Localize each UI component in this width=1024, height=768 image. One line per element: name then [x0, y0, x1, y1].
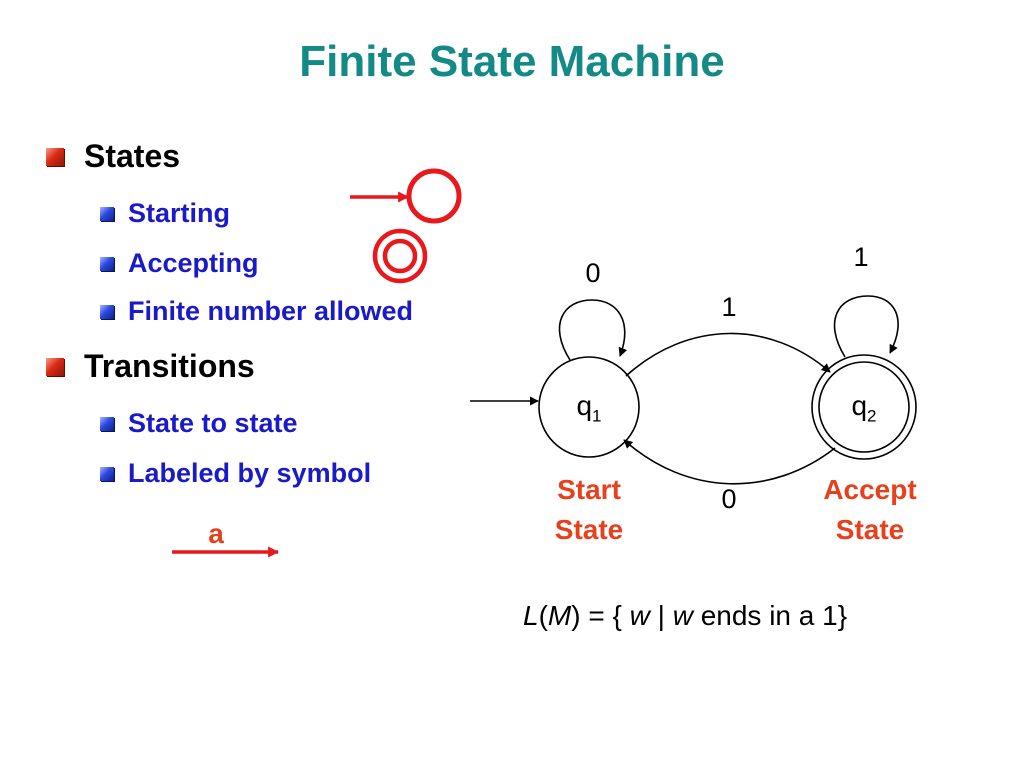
bullet-transitions-label: Transitions — [84, 348, 255, 384]
formula-M: M — [547, 600, 572, 631]
language-formula: L(M) = { w | w ends in a 1} — [523, 600, 848, 631]
accept-state-caption: Accept State — [800, 470, 940, 550]
label-q2-to-q1: 0 — [721, 484, 737, 514]
accept-state-caption-line2: State — [835, 514, 905, 545]
red-bullet-icon — [46, 147, 64, 166]
blue-bullet-icon — [100, 416, 114, 431]
bullet-accepting-label: Accepting — [128, 248, 259, 278]
blue-bullet-icon — [100, 206, 114, 221]
bullet-finite-number-label: Finite number allowed — [128, 296, 414, 326]
formula-L: L — [523, 600, 539, 631]
state-q1 — [538, 356, 640, 458]
starting-state-symbol — [350, 168, 462, 224]
start-state-caption-line2: State — [554, 514, 624, 545]
accepting-outer-circle — [372, 228, 428, 284]
starting-circle — [406, 168, 462, 224]
example-symbol-label: a — [208, 518, 224, 549]
start-state-caption: Start State — [529, 470, 649, 550]
state-q2-inner — [818, 361, 910, 453]
blue-bullet-icon — [100, 304, 114, 319]
blue-bullet-icon — [100, 466, 114, 481]
bullet-finite-number: Finite number allowed — [100, 296, 413, 327]
start-state-caption-line1: Start — [557, 474, 621, 505]
accepting-state-symbol — [372, 228, 428, 284]
bullet-labeled-by-symbol-label: Labeled by symbol — [128, 458, 372, 488]
q2-self-loop — [833, 295, 899, 358]
label-q2-self: 1 — [853, 242, 869, 272]
arrow-q2-to-q1 — [623, 439, 836, 485]
formula-rest: ends in a 1} — [700, 600, 848, 631]
bullet-accepting: Accepting — [100, 248, 259, 279]
label-q1-self: 0 — [585, 258, 601, 288]
bullet-state-to-state-label: State to state — [128, 408, 298, 438]
accept-state-caption-line1: Accept — [823, 474, 917, 505]
q1-self-loop — [558, 299, 628, 361]
state-q2-name: q2 — [851, 390, 877, 426]
bullet-state-to-state: State to state — [100, 408, 298, 439]
bullet-starting-label: Starting — [128, 198, 231, 228]
arrow-q1-to-q2 — [625, 332, 831, 377]
state-q1-name: q1 — [576, 390, 602, 426]
formula-w2: w — [672, 600, 693, 631]
accepting-inner-circle — [382, 238, 418, 274]
page-title: Finite State Machine — [299, 37, 725, 86]
blue-bullet-icon — [100, 256, 114, 271]
bullet-starting: Starting — [100, 198, 230, 229]
bullet-states: States — [46, 138, 180, 175]
red-bullet-icon — [46, 357, 64, 376]
bullet-labeled-by-symbol: Labeled by symbol — [100, 458, 371, 489]
bullet-transitions: Transitions — [46, 348, 255, 385]
formula-w1: w — [629, 600, 650, 631]
label-q1-to-q2: 1 — [721, 292, 737, 322]
state-q2-outer — [811, 354, 917, 460]
bullet-states-label: States — [84, 138, 181, 174]
